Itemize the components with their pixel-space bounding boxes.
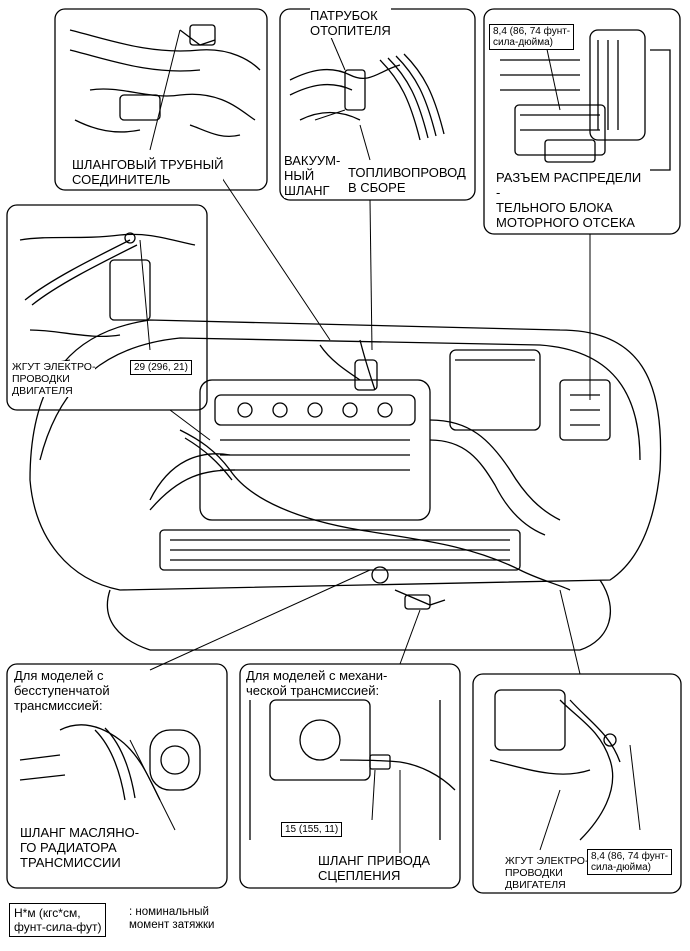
engine-harness-left-label: ЖГУТ ЭЛЕКТРО- ПРОВОДКИ ДВИГАТЕЛЯ: [12, 361, 96, 397]
cvt-models-label: Для моделей с бесступенчатой трансмиссие…: [14, 668, 110, 713]
torque-bottom-right: 8,4 (86, 74 фунт- сила-дюйма): [587, 849, 673, 875]
vacuum-hose-label: ВАКУУМ- НЫЙ ШЛАНГ: [284, 153, 341, 198]
hose-pipe-connector-label: ШЛАНГОВЫЙ ТРУБНЫЙ СОЕДИНИТЕЛЬ: [72, 157, 224, 187]
callout-junction-block: [483, 8, 681, 400]
torque-top-right: 8,4 (86, 74 фунт- сила-дюйма): [489, 24, 575, 50]
callout-engine-harness-right: [472, 589, 682, 894]
callout-manual-clutch: [239, 609, 461, 889]
clutch-hose-label: ШЛАНГ ПРИВОДА СЦЕПЛЕНИЯ: [318, 853, 431, 883]
legend-meaning: : номинальный момент затяжки: [129, 906, 215, 932]
callout-cvt-oil-cooler: [6, 569, 371, 889]
manual-models-label: Для моделей с механи- ческой трансмиссие…: [246, 668, 388, 698]
callout-engine-harness-left: [6, 204, 211, 441]
torque-left: 29 (296, 21): [130, 360, 192, 375]
fuel-line-label: ТОПЛИВОПРОВОД В СБОРЕ: [348, 165, 466, 195]
main-engine-view: [29, 319, 662, 651]
legend-units: Н*м (кгс*см, фунт-сила-фут): [9, 903, 107, 937]
heater-pipe-label: ПАТРУБОК ОТОПИТЕЛЯ: [310, 8, 391, 38]
torque-clutch: 15 (155, 11): [281, 822, 343, 837]
junction-block-connector-label: РАЗЪЕМ РАСПРЕДЕЛИ - ТЕЛЬНОГО БЛОКА МОТОР…: [496, 170, 642, 230]
oil-cooler-hose-label: ШЛАНГ МАСЛЯНО- ГО РАДИАТОРА ТРАНСМИССИИ: [20, 825, 140, 870]
engine-harness-right-label: ЖГУТ ЭЛЕКТРО- ПРОВОДКИ ДВИГАТЕЛЯ: [505, 855, 589, 891]
callout-hose-connector: [54, 8, 331, 341]
